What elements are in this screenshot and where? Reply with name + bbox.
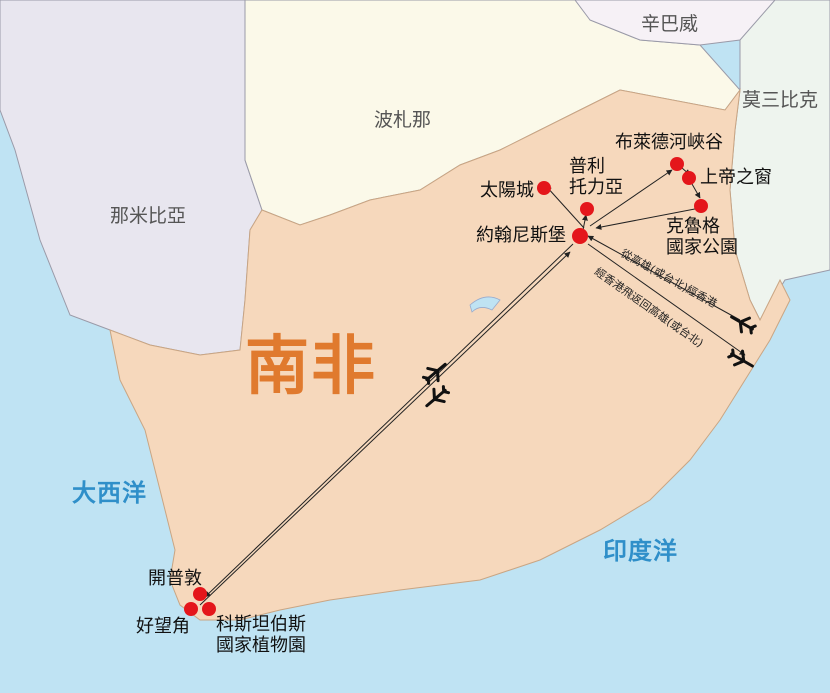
city-label-kruger: 克魯格 國家公園 [666,216,738,258]
route-lines [199,167,746,606]
city-dots [184,157,708,616]
city-label-cape-good-hope: 好望角 [136,616,190,637]
city-label-johannesburg: 約翰尼斯堡 [476,225,566,246]
city-label-sun-city: 太陽城 [480,180,534,201]
city-dot-cape-good-hope [184,602,198,616]
country-label-namibia: 那米比亞 [110,205,187,227]
city-dot-kruger [694,199,708,213]
city-dot-cape-town [193,587,207,601]
country-label-botswana: 波札那 [374,109,432,131]
city-label-blyde: 布萊德河峽谷 [615,132,723,153]
country-label-mozambique: 莫三比克 [742,89,819,111]
city-label-cape-town: 開普敦 [148,568,202,589]
map-title: 南非 [245,329,377,404]
airplane-icon [727,348,754,368]
city-dot-gods-window [682,171,696,185]
south-africa-region [109,88,791,621]
mozambique-region [729,0,830,322]
city-label-pretoria: 普利 托力亞 [569,156,623,198]
city-dot-johannesburg [572,228,588,244]
airplane-icon [421,362,447,385]
city-dot-sun-city [537,181,551,195]
river-mark [469,296,501,313]
airplane-icon [730,315,757,335]
country-label-zimbabwe: 辛巴威 [641,13,699,35]
ocean-label-indian: 印度洋 [603,537,678,565]
city-label-gods-window: 上帝之窗 [700,167,772,188]
city-dot-kirstenbosch [202,602,216,616]
city-label-kirstenbosch: 科斯坦伯斯 國家植物園 [216,614,306,656]
airplane-icon [425,385,451,408]
city-dot-blyde [670,157,684,171]
city-dot-pretoria [580,202,594,216]
ocean-label-atlantic: 大西洋 [72,479,147,507]
